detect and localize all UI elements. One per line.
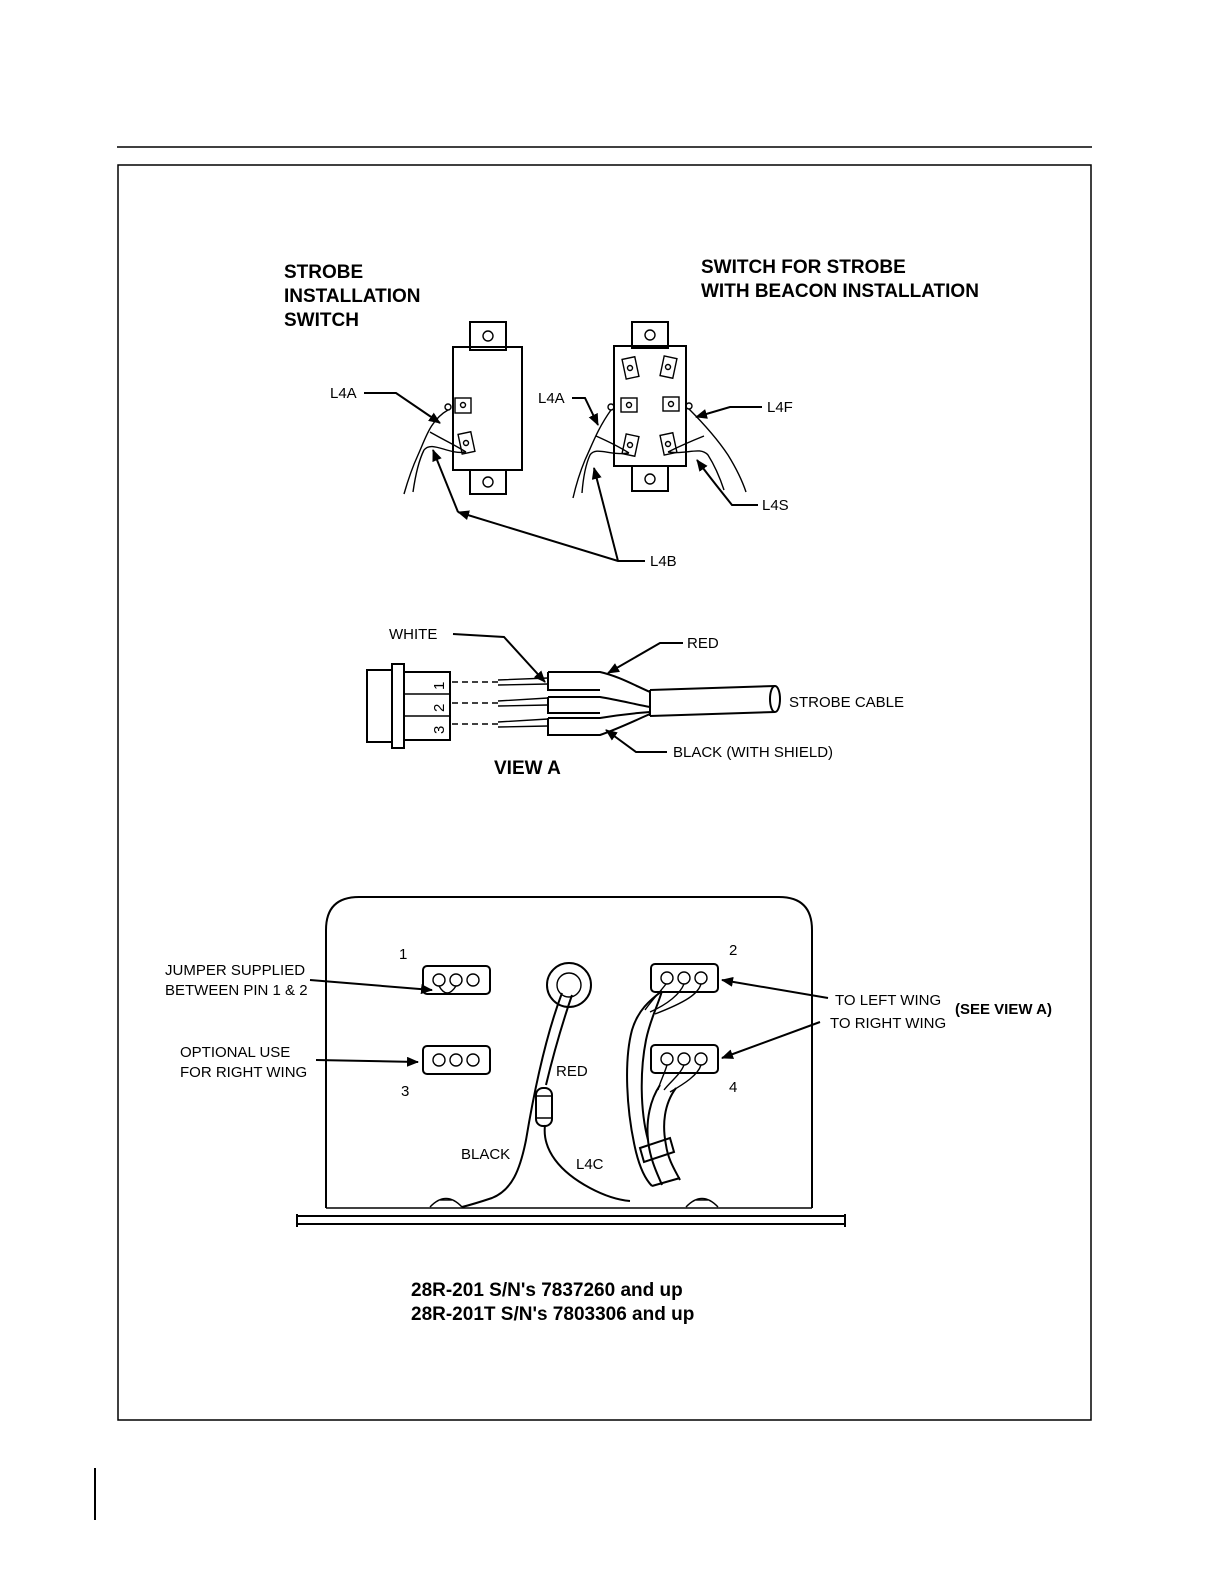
beacon-l4f-arrow [695,406,762,419]
connector-2 [650,963,719,993]
strobe-title-line2: INSTALLATION [284,286,421,307]
beacon-switch-title: SWITCH FOR STROBE WITH BEACON INSTALLATI… [701,257,979,302]
connector-1 [422,965,491,995]
right-wing-cable [638,1064,702,1187]
view-a-connector [366,663,451,749]
view-a-black-label: BLACK (WITH SHIELD) [673,744,833,761]
beacon-l4a-arrow [572,397,599,426]
view-a-pin3: 3 [431,726,448,734]
strobe-switch-wires [403,409,467,495]
view-a-red-leader [607,642,683,674]
beacon-l4s-arrow [696,459,758,506]
strobe-title-line3: SWITCH [284,310,359,331]
center-wires [461,992,631,1208]
connector-2-number: 2 [729,942,737,959]
figure-frame [117,164,1092,1421]
left-wing-cable [626,983,702,1187]
connector-3 [422,1045,491,1075]
beacon-switch-wires [572,408,747,499]
view-a-title: VIEW A [494,758,561,779]
black-wire-label: BLACK [461,1146,510,1163]
left-wing-leader [721,976,829,999]
view-a-cable-label: STROBE CABLE [789,694,904,711]
red-wire-label: RED [556,1063,588,1080]
caption-line1: 28R-201 S/N's 7837260 and up [411,1280,683,1301]
caption-line2: 28R-201T S/N's 7803306 and up [411,1304,694,1325]
strobe-l4a-arrow [364,392,441,424]
right-wing-leader [721,1021,821,1059]
beacon-l4f-label: L4F [767,399,793,416]
view-a-white-label: WHITE [389,626,437,643]
l4c-label: L4C [576,1156,604,1173]
strobe-switch-title: STROBE INSTALLATION SWITCH [284,262,421,331]
view-a-white-leader [452,633,546,683]
beacon-l4s-label: L4S [762,497,789,514]
beacon-title-line1: SWITCH FOR STROBE [701,257,906,278]
view-a-black-leader [605,729,667,753]
connector-3-number: 3 [401,1083,409,1100]
beacon-l4a-label: L4A [538,390,565,407]
grommet [546,962,592,1008]
right-wing-label: TO RIGHT WING [830,1015,946,1032]
power-supply-box [296,896,846,1227]
jumper-leader [309,979,433,995]
beacon-title-line2: WITH BEACON INSTALLATION [701,281,979,302]
l4b-label: L4B [650,553,677,570]
jumper-line2: BETWEEN PIN 1 & 2 [165,982,308,999]
jumper-line1: JUMPER SUPPLIED [165,962,305,979]
connector-4 [650,1044,719,1074]
optional-line2: FOR RIGHT WING [180,1064,307,1081]
view-a-pin2: 2 [431,704,448,712]
connector-1-number: 1 [399,946,407,963]
view-a-cable [452,671,781,736]
connector-4-number: 4 [729,1079,737,1096]
left-wing-label: TO LEFT WING [835,992,941,1009]
beacon-switch-body [607,321,693,492]
strobe-title-line1: STROBE [284,262,363,283]
strobe-l4a-label: L4A [330,385,357,402]
optional-line1: OPTIONAL USE [180,1044,290,1061]
view-a-pin1: 1 [431,682,448,690]
optional-leader [315,1056,419,1067]
view-a-red-label: RED [687,635,719,652]
l4b-leader [432,449,645,562]
strobe-switch-body [444,321,523,495]
see-view-a-label: (SEE VIEW A) [955,1001,1052,1018]
